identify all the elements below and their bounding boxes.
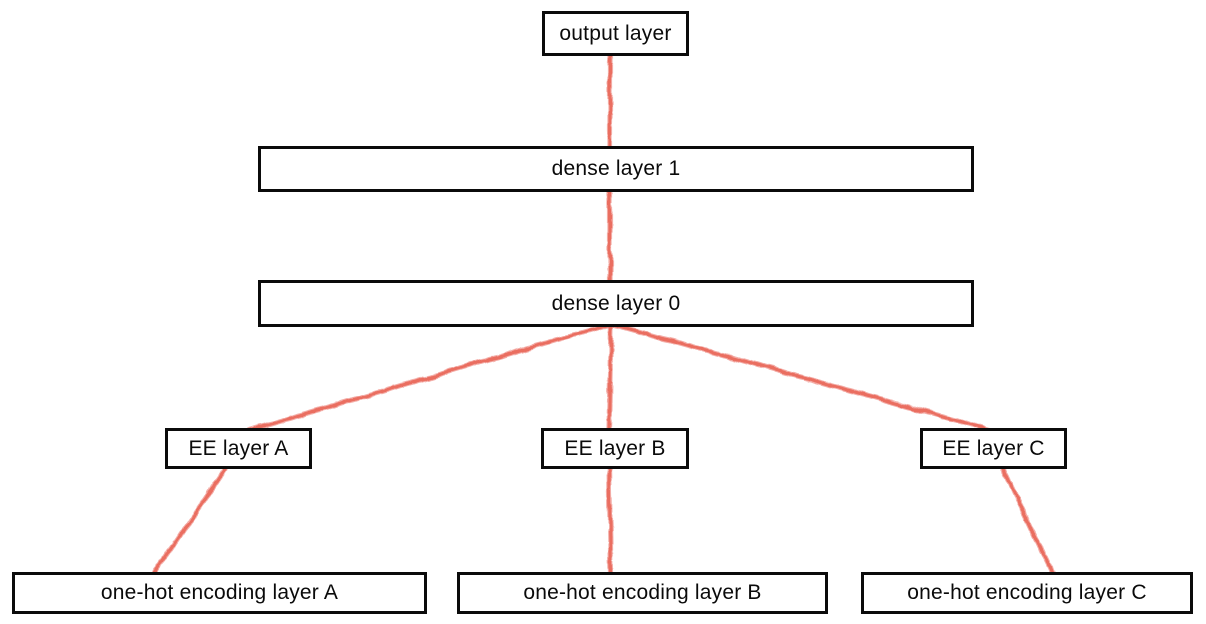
edge-ee-layer-c-to-one-hot-c [1000, 465, 1055, 576]
node-one-hot-encoding-layer-b: one-hot encoding layer B [457, 572, 828, 614]
edge-ee-layer-b-to-one-hot-b [607, 465, 613, 576]
node-one-hot-encoding-layer-c-label: one-hot encoding layer C [907, 581, 1147, 604]
node-dense-layer-0-label: dense layer 0 [551, 291, 681, 315]
node-one-hot-encoding-layer-b-label: one-hot encoding layer B [523, 581, 762, 604]
node-ee-layer-a-label: EE layer A [188, 436, 289, 460]
node-ee-layer-c-label: EE layer C [942, 436, 1045, 460]
node-one-hot-encoding-layer-c: one-hot encoding layer C [861, 572, 1193, 614]
node-dense-layer-0: dense layer 0 [258, 280, 974, 327]
node-ee-layer-a: EE layer A [165, 428, 312, 469]
node-ee-layer-b-label: EE layer B [564, 436, 666, 460]
node-dense-layer-1: dense layer 1 [258, 146, 974, 192]
node-output-layer-label: output layer [559, 21, 672, 45]
edge-group [151, 51, 1056, 577]
node-output-layer: output layer [542, 11, 689, 56]
node-one-hot-encoding-layer-a-label: one-hot encoding layer A [100, 581, 339, 604]
edge-dense-layer-0-to-ee-layer-a [248, 322, 613, 432]
node-one-hot-encoding-layer-a: one-hot encoding layer A [12, 572, 427, 614]
node-dense-layer-1-label: dense layer 1 [551, 157, 681, 180]
edge-ee-layer-a-to-one-hot-a [152, 465, 228, 576]
node-ee-layer-c: EE layer C [920, 428, 1067, 469]
node-ee-layer-b: EE layer B [541, 428, 689, 469]
edge-dense-layer-0-to-ee-layer-b [607, 322, 613, 432]
edge-dense-layer-0-to-ee-layer-c [609, 322, 993, 432]
